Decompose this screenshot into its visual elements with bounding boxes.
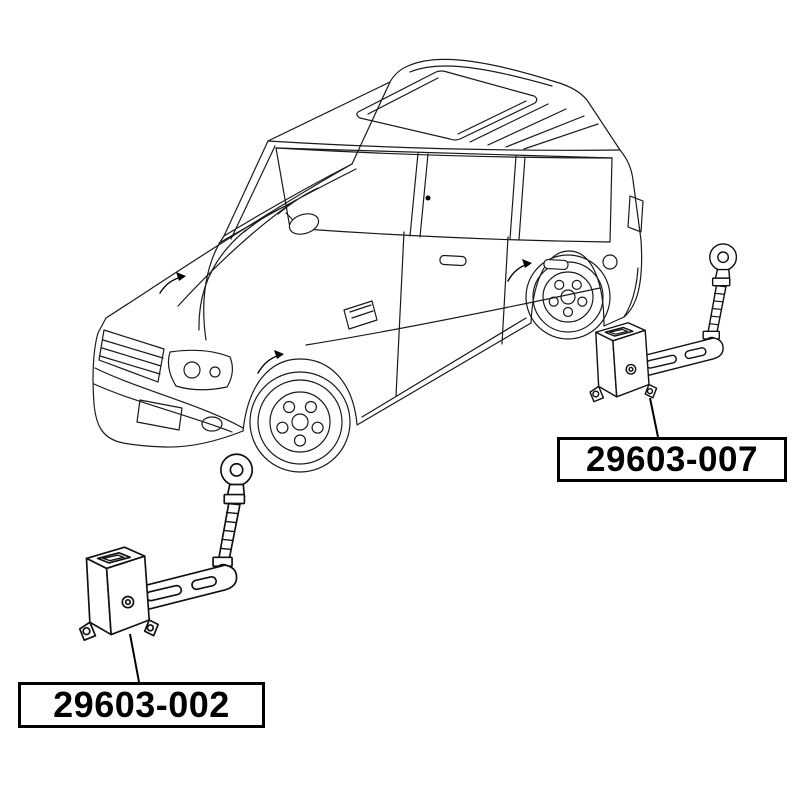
side-windows xyxy=(275,147,613,243)
headlight xyxy=(167,349,233,391)
front-grille xyxy=(98,329,165,383)
windshield xyxy=(223,81,391,240)
rear-door-seam xyxy=(501,236,509,345)
license-plate xyxy=(136,399,183,431)
front-wheel xyxy=(249,371,351,473)
fastener-dot xyxy=(425,195,431,201)
tail-light xyxy=(627,195,644,233)
height-sensor-left xyxy=(78,453,254,641)
fuel-door xyxy=(602,254,618,270)
leader-line-left xyxy=(129,633,140,683)
part-number-left: 29603-002 xyxy=(53,684,230,725)
hood-crease-near xyxy=(198,229,247,331)
rear-wheel-arch xyxy=(530,250,605,327)
sensor-location-marker-rear xyxy=(507,259,532,282)
part-label-left: 29603-002 xyxy=(18,682,265,728)
c-pillar xyxy=(509,155,526,241)
door-handle xyxy=(543,258,569,271)
hood-crease-far xyxy=(177,199,297,307)
part-label-right: 29603-007 xyxy=(557,437,787,482)
vehicle-illustration xyxy=(92,58,644,473)
fender-vent xyxy=(343,300,378,330)
front-wheel-arch xyxy=(242,358,358,432)
leader-line-right xyxy=(649,397,659,438)
rear-wheel xyxy=(525,254,611,340)
part-number-right: 29603-007 xyxy=(586,439,758,479)
door-crease-line xyxy=(305,287,601,346)
sensor-location-marker-hood xyxy=(159,272,186,294)
rocker-line xyxy=(361,317,527,418)
roof-far-rail-inner xyxy=(409,65,553,87)
door-handle xyxy=(439,254,467,267)
side-mirror xyxy=(285,212,320,235)
sensor-location-marker-front xyxy=(257,350,284,374)
fog-light xyxy=(201,416,223,432)
b-pillar xyxy=(409,152,429,238)
roof-near-rail xyxy=(267,140,621,159)
roof-ribs xyxy=(469,103,599,150)
front-door-seam xyxy=(395,231,405,397)
front-bumper xyxy=(93,367,244,433)
sunroof-detail-lines xyxy=(367,77,527,135)
sunroof xyxy=(356,70,538,141)
front-fender-line xyxy=(203,235,225,341)
rear-bumper-seam xyxy=(623,267,639,318)
